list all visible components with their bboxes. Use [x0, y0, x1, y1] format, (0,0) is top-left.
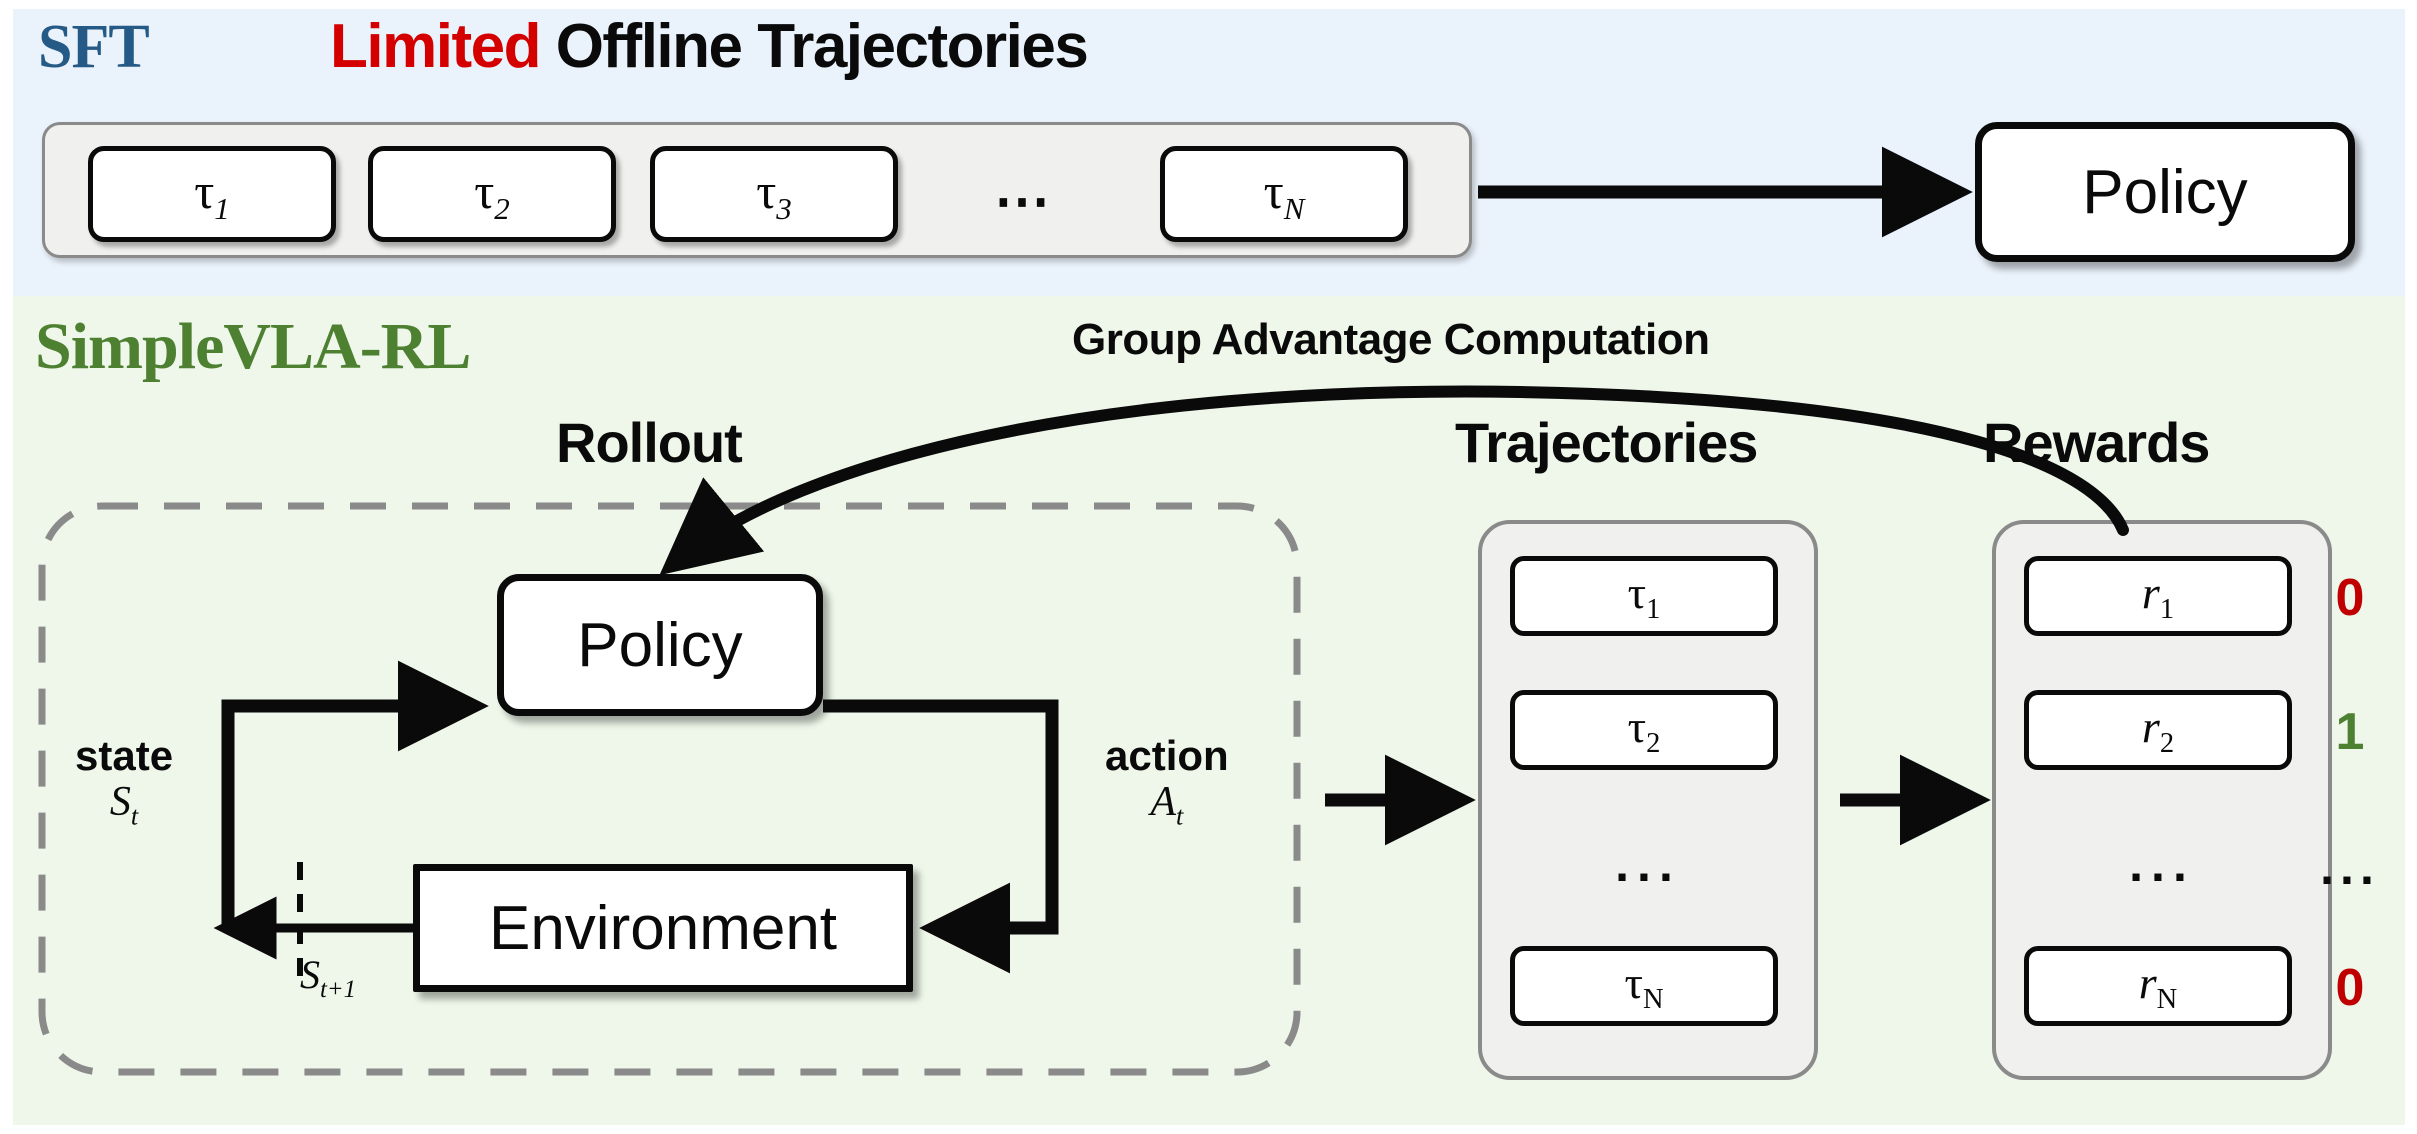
rl-reward-chip-n[interactable]: rN [2024, 946, 2292, 1026]
sft-title-rest: Offline Trajectories [555, 12, 1089, 81]
rl-trajectory-label-n: τN [1624, 956, 1664, 1016]
sft-trajectory-label-1: τ1 [194, 162, 230, 226]
rl-trajectory-chip-1[interactable]: τ1 [1510, 556, 1778, 636]
action-label-group: action At [1105, 735, 1229, 829]
sft-policy-label: Policy [2082, 157, 2248, 227]
group-advantage-label: Group Advantage Computation [1072, 315, 1710, 364]
rl-environment-label: Environment [488, 893, 838, 963]
action-label: action [1105, 732, 1229, 779]
next-state-symbol: St+1 [300, 952, 357, 1003]
rl-trajectory-chip-n[interactable]: τN [1510, 946, 1778, 1026]
sft-trajectory-chip-n[interactable]: τN [1160, 146, 1408, 242]
rewards-label: Rewards [1983, 411, 2210, 474]
sft-trajectory-label-2: τ2 [474, 162, 510, 226]
reward-value-ellipsis: ... [2320, 839, 2380, 895]
rl-environment-box[interactable]: Environment [413, 864, 913, 992]
action-symbol: At [1150, 779, 1184, 831]
sft-trajectory-chip-3[interactable]: τ3 [650, 146, 898, 242]
rl-reward-label-n: rN [2138, 956, 2178, 1016]
rollout-label: Rollout [556, 411, 743, 474]
rl-trajectory-label-1: τ1 [1627, 566, 1661, 626]
state-label-group: state St [75, 735, 173, 829]
sft-trajectory-chip-1[interactable]: τ1 [88, 146, 336, 242]
rl-reward-label-2: r2 [2141, 700, 2175, 760]
sft-policy-box[interactable]: Policy [1975, 122, 2355, 262]
rl-trajectory-chip-2[interactable]: τ2 [1510, 690, 1778, 770]
rl-reward-chip-1[interactable]: r1 [2024, 556, 2292, 636]
reward-value-n: 0 [2335, 959, 2365, 1017]
sft-trajectory-ellipsis: ⋯ [994, 169, 1060, 232]
reward-value-2: 1 [2335, 703, 2365, 761]
rl-reward-ellipsis: ... [2129, 836, 2195, 892]
sft-section-title: Limited Offline Trajectories [330, 16, 1089, 78]
rl-section-tag: SimpleVLA-RL [35, 310, 471, 383]
sft-section-tag: SFT [38, 13, 150, 81]
rl-policy-label: Policy [577, 610, 743, 680]
state-symbol: St [109, 779, 139, 831]
rl-reward-chip-2[interactable]: r2 [2024, 690, 2292, 770]
rl-trajectory-ellipsis: ... [1615, 836, 1681, 892]
sft-trajectory-label-3: τ3 [756, 162, 792, 226]
sft-title-emphasis: Limited [330, 12, 541, 81]
sft-trajectory-label-n: τN [1263, 162, 1305, 226]
trajectories-label: Trajectories [1455, 411, 1758, 474]
state-label: state [75, 732, 174, 779]
rl-reward-label-1: r1 [2141, 566, 2175, 626]
reward-value-1: 0 [2335, 569, 2365, 627]
sft-trajectory-chip-2[interactable]: τ2 [368, 146, 616, 242]
rl-trajectory-label-2: τ2 [1627, 700, 1661, 760]
rl-policy-box[interactable]: Policy [497, 574, 823, 716]
